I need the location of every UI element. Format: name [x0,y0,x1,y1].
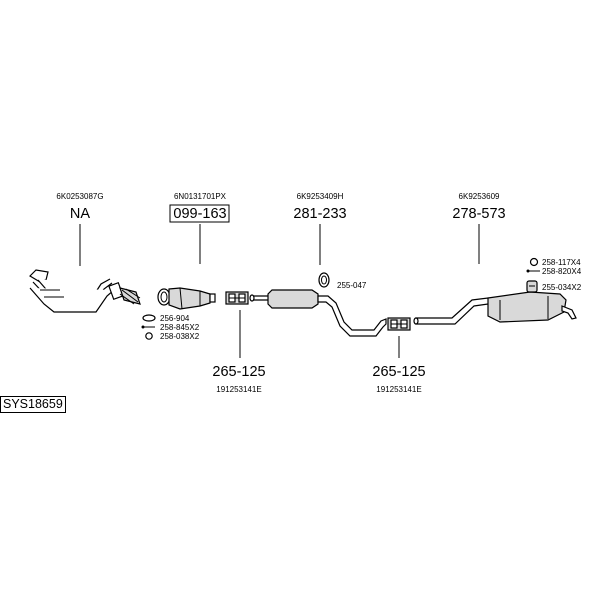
part-label-rubber-mount[interactable]: 255-034X2 [542,283,582,292]
oem-label-clamp-1: 191253141E [216,385,261,394]
rear-silencer-part[interactable] [413,291,577,325]
oem-label-catalyst: 6N0131701PX [174,192,227,201]
part-number-clamp-1[interactable]: 265-125 [212,364,265,380]
part-label-gasket[interactable]: 256-904 [160,314,190,323]
oem-label-middle-silencer: 6K9253409H [297,192,344,201]
system-code-badge: SYS18659 [0,396,66,413]
part-label-nut[interactable]: 258-038X2 [160,332,200,341]
part-label-ring[interactable]: 258-117X4 [542,258,581,267]
part-number-clamp-2[interactable]: 265-125 [372,364,425,380]
part-label-bolt[interactable]: 258-845X2 [160,323,200,332]
ring-icon[interactable] [529,257,539,267]
rubber-mount-icon[interactable] [526,280,538,293]
middle-silencer-part[interactable] [249,289,387,337]
clamp-part-1[interactable] [225,291,249,305]
part-number-catalyst[interactable]: 099-163 [173,206,226,222]
downpipe-part[interactable] [29,269,141,313]
clamp-part-2[interactable] [387,317,411,331]
part-label-hanger[interactable]: 255-047 [337,281,367,290]
bolt-icon[interactable] [141,325,156,329]
part-label-bolt-rear[interactable]: 258-820X4 [542,267,582,276]
catalyst-part[interactable] [157,287,216,310]
oem-label-clamp-2: 191253141E [376,385,421,394]
nut-icon[interactable] [145,332,153,340]
oem-label-rear-silencer: 6K9253609 [459,192,500,201]
bolt-icon-rear[interactable] [526,269,541,273]
oem-label-downpipe: 6K0253087G [56,192,103,201]
part-number-middle-silencer[interactable]: 281-233 [293,206,346,222]
part-number-downpipe[interactable]: NA [70,206,90,222]
catalyst-number-box [169,204,230,223]
part-number-rear-silencer[interactable]: 278-573 [452,206,505,222]
gasket-icon[interactable] [142,314,156,322]
hanger-icon[interactable] [318,272,330,288]
